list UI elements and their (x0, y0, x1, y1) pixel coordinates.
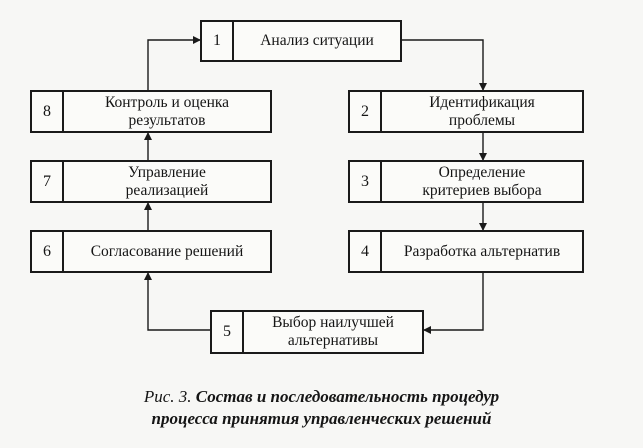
arrow-8-to-1 (147, 36, 201, 90)
step-label: Согласование решений (90, 242, 244, 260)
step-number: 5 (212, 312, 244, 352)
arrow-1-to-2 (402, 39, 487, 91)
arrow-4-to-5 (423, 273, 484, 334)
step-number: 8 (32, 92, 64, 131)
step-number: 1 (202, 22, 234, 60)
step-number: 6 (32, 232, 64, 271)
step-4-box: 4 Разработка альтернатив (348, 230, 584, 273)
step-label: Разработка альтернатив (403, 242, 561, 260)
step-label: Анализ ситуации (260, 32, 374, 49)
caption-prefix: Рис. 3. (143, 387, 192, 406)
arrow-5-to-6 (144, 272, 210, 331)
step-1-box: 1 Анализ ситуации (200, 20, 402, 62)
figure-caption: Рис. 3. Состав и последовательность проц… (0, 386, 643, 430)
step-number: 7 (32, 162, 64, 201)
step-6-box: 6 Согласование решений (30, 230, 272, 273)
step-number: 3 (350, 162, 382, 201)
step-number: 4 (350, 232, 382, 271)
step-number: 2 (350, 92, 382, 131)
